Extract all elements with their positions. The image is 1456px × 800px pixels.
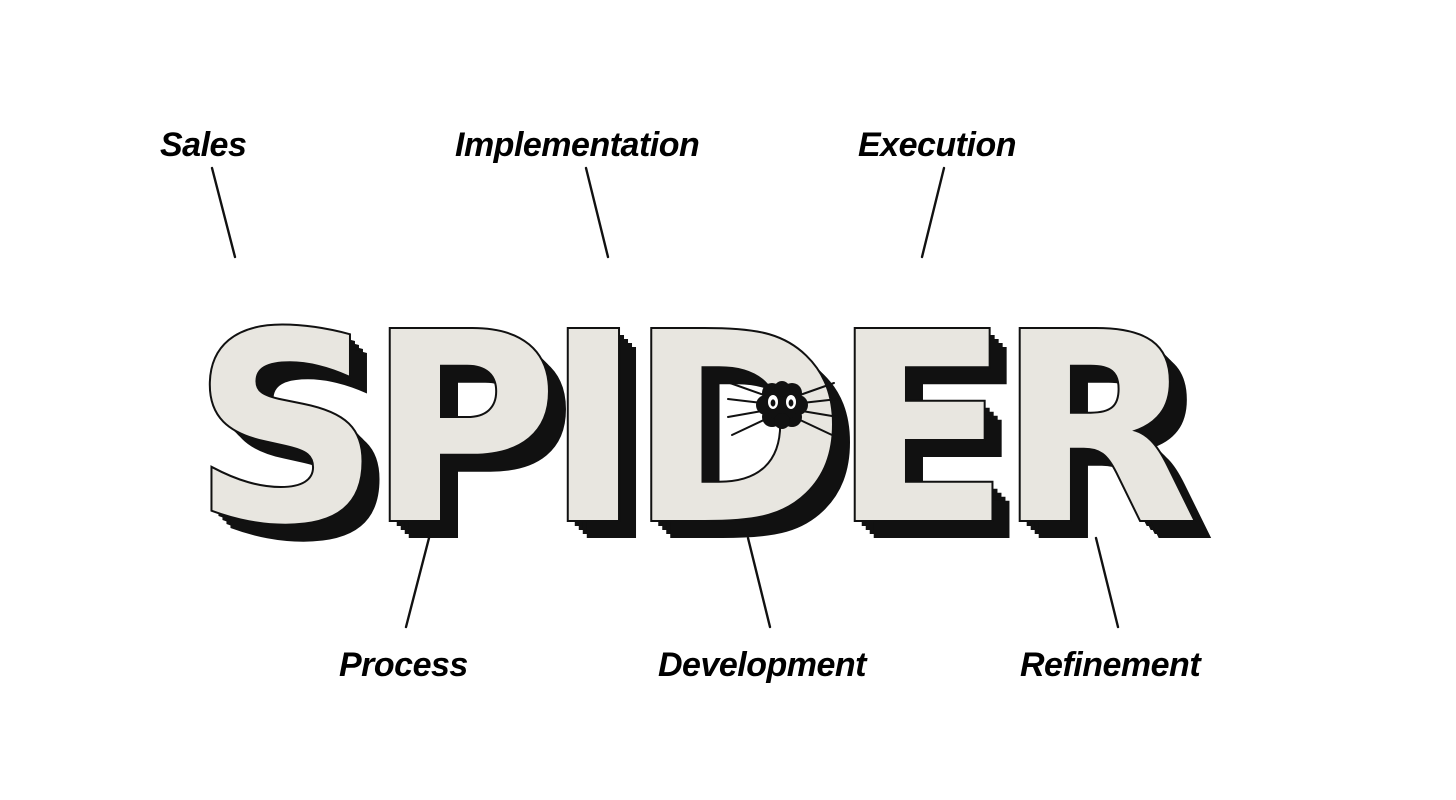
label-process: Process bbox=[339, 646, 468, 684]
wordmark-shadow-4: SPIDER bbox=[210, 295, 1211, 600]
wordmark-shadow-3: SPIDER bbox=[206, 291, 1207, 596]
spider-icon bbox=[727, 381, 839, 436]
leader-line-refinement bbox=[1094, 536, 1120, 629]
leader-line-implementation bbox=[584, 166, 610, 259]
labels: Sales Implementation Execution Process D… bbox=[160, 126, 1203, 684]
wordmark-face: SPIDER bbox=[192, 277, 1193, 582]
label-sales: Sales bbox=[160, 126, 246, 164]
wordmark-shadow-2: SPIDER bbox=[202, 287, 1203, 592]
leader-line-sales bbox=[210, 166, 237, 259]
label-implementation: Implementation bbox=[455, 126, 699, 164]
leader-line-process bbox=[404, 536, 431, 629]
wordmark-shadow: SPIDER SPIDER SPIDER SPIDER bbox=[198, 283, 1225, 600]
leader-line-execution bbox=[920, 166, 946, 259]
label-execution: Execution bbox=[858, 126, 1016, 164]
spider-legs bbox=[727, 382, 839, 436]
spider-wordmark: SPIDER SPIDER SPIDER SPIDER SPIDER bbox=[190, 275, 1225, 600]
label-development: Development bbox=[658, 646, 868, 684]
spider-body bbox=[756, 381, 808, 429]
wordmark-shadow-1: SPIDER bbox=[198, 283, 1199, 588]
label-refinement: Refinement bbox=[1020, 646, 1202, 684]
leader-line-development bbox=[746, 536, 772, 629]
leader-lines bbox=[210, 166, 1120, 629]
spider-eyes bbox=[768, 395, 796, 409]
